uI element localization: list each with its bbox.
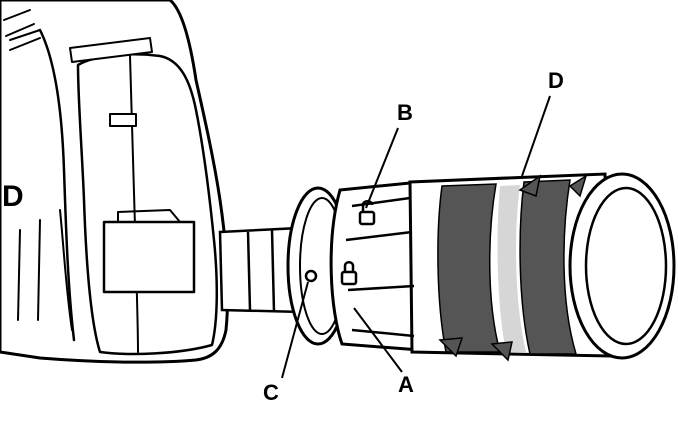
leader-c — [281, 281, 309, 379]
leader-b — [365, 127, 399, 209]
attachment-cylinder — [329, 172, 676, 360]
rotation-band-2 — [519, 179, 578, 355]
svg-text:D: D — [2, 180, 24, 213]
leader-lines — [281, 95, 551, 379]
callout-c: C — [263, 380, 279, 405]
callout-b: B — [397, 100, 413, 125]
lock-icon — [340, 261, 358, 286]
callout-d: D — [548, 68, 564, 93]
callout-a: A — [398, 372, 414, 397]
unlock-icon — [358, 200, 376, 226]
leader-a — [353, 307, 403, 373]
rotation-arrow-icon — [438, 174, 588, 362]
release-button — [304, 269, 318, 283]
tool-housing: D — [0, 0, 230, 364]
leader-d — [521, 95, 551, 177]
